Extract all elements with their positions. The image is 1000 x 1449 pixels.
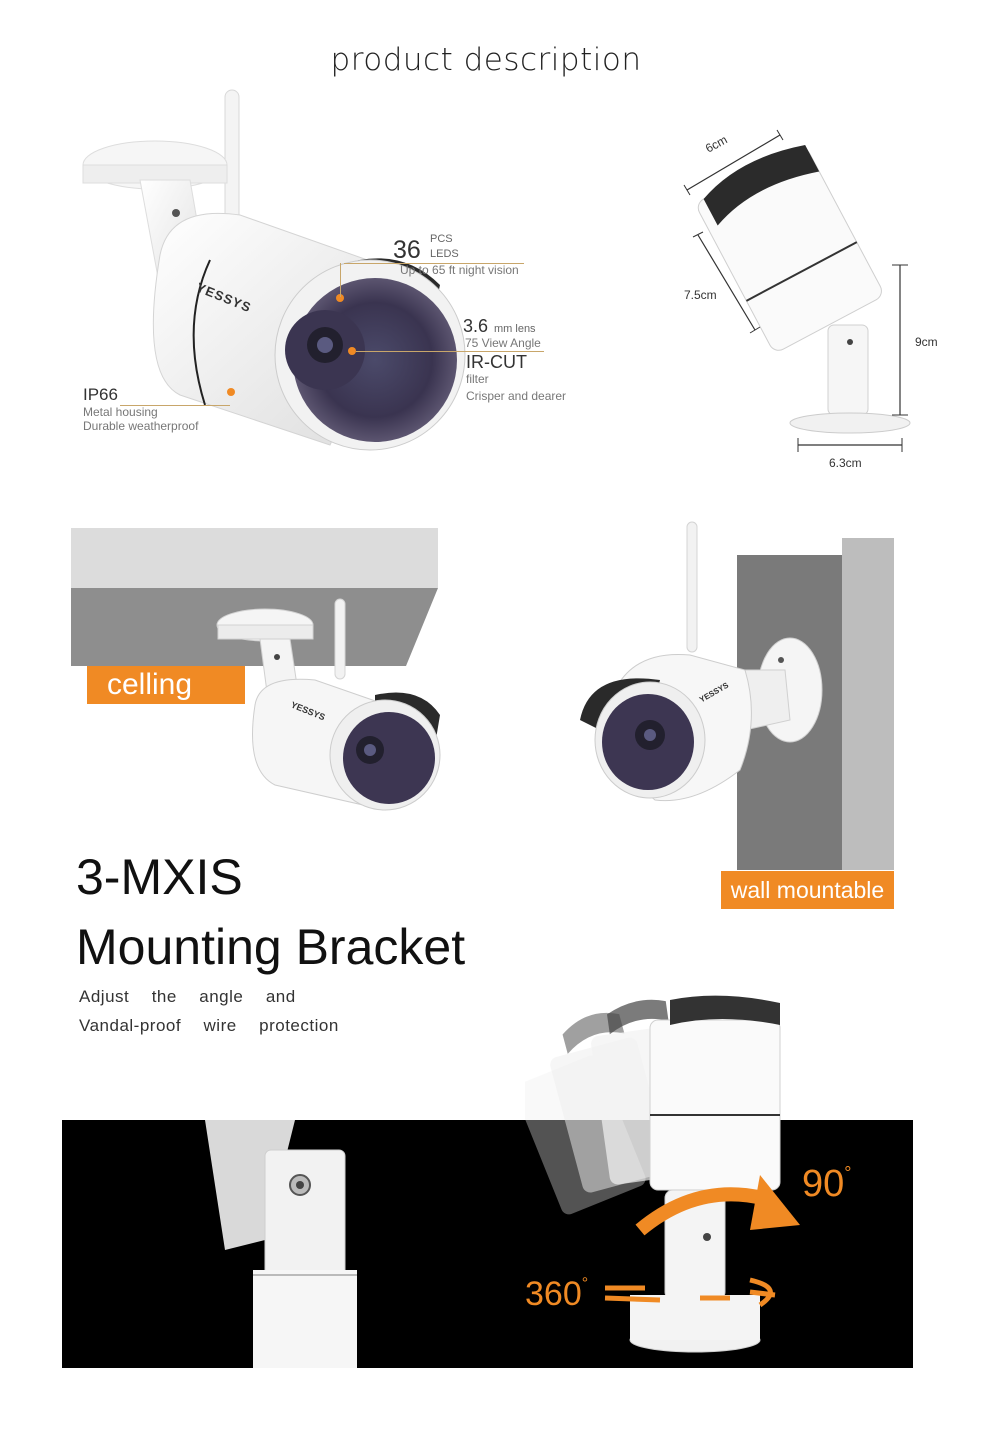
dim-base: 6.3cm — [829, 456, 862, 470]
ircut-line1: filter — [466, 372, 489, 386]
pan-number: 360 — [525, 1275, 582, 1313]
housing-title: IP66 — [83, 385, 118, 404]
lens-size: 3.6 — [463, 316, 489, 336]
lens-unit: mm lens — [494, 323, 536, 335]
led-unit-bottom: LEDS — [430, 248, 459, 260]
tilt-degree-symbol: ° — [844, 1163, 852, 1183]
camera-top-view-icon — [82, 89, 466, 451]
led-unit-top: PCS — [430, 233, 453, 245]
pan-degree-symbol: ° — [581, 1275, 589, 1292]
ceiling-label: celling — [87, 666, 245, 704]
dim-height: 9cm — [915, 335, 938, 349]
wall-label: wall mountable — [721, 871, 894, 909]
rotation-arrow-icon — [604, 1175, 800, 1308]
pan-value: 360° — [525, 1275, 588, 1314]
tilt-value: 90° — [802, 1163, 851, 1206]
headline-line1: 3-MXIS — [76, 849, 243, 905]
ceiling-top — [71, 528, 438, 588]
camera-dimension-icon — [683, 129, 911, 452]
subtext-line2: Vandal-proof wire protection — [79, 1016, 339, 1035]
page-title: product description — [330, 42, 642, 78]
led-callout-dot — [336, 294, 344, 302]
headline-line2: Mounting Bracket — [76, 919, 466, 975]
camera-rotation-icon — [525, 995, 781, 1353]
camera-ceiling-icon — [216, 598, 441, 811]
led-count: 36 — [393, 236, 421, 264]
bracket-closeup-icon — [205, 1120, 357, 1368]
lens-callout-dot — [348, 347, 356, 355]
ircut-line2: Crisper and dearer — [466, 389, 567, 403]
ircut-title: IR-CUT — [466, 352, 527, 372]
camera-wall-icon — [580, 521, 823, 802]
lens-angle: 75 View Angle — [465, 336, 541, 350]
subtext-line1: Adjust the angle and — [79, 987, 296, 1006]
housing-callout-dot — [227, 388, 235, 396]
dim-depth: 7.5cm — [684, 288, 717, 302]
tilt-number: 90 — [802, 1163, 845, 1205]
housing-line1: Metal housing — [83, 405, 158, 419]
wall-side — [842, 538, 894, 870]
led-detail: Up to 65 ft night vision — [400, 263, 519, 277]
housing-line2: Durable weatherproof — [83, 419, 199, 433]
